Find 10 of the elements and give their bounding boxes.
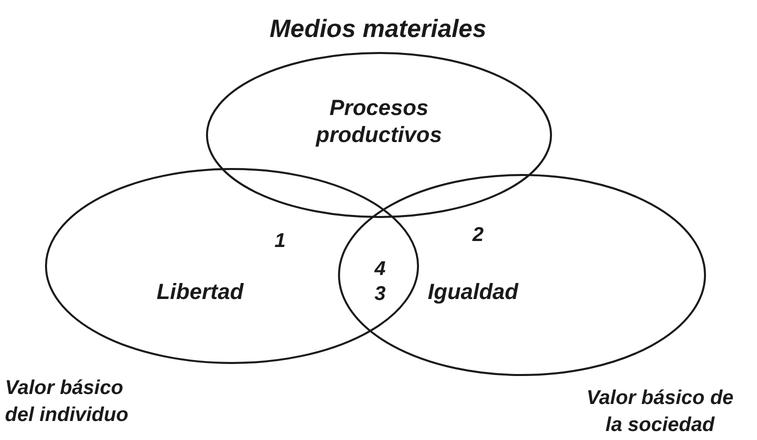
region-number: 1 — [273, 229, 287, 254]
region-number: 3 — [373, 282, 387, 307]
region-number: 4 — [373, 257, 387, 282]
set-description: Valor básico del individuo — [5, 376, 130, 428]
heading: Medios materiales — [268, 16, 488, 43]
set-label: Procesos productivos — [314, 94, 443, 148]
set-label: Igualdad — [426, 278, 520, 305]
set-description: Valor básico de la sociedad — [585, 386, 735, 438]
set-label: Libertad — [156, 278, 245, 305]
region-number: 2 — [471, 223, 485, 248]
